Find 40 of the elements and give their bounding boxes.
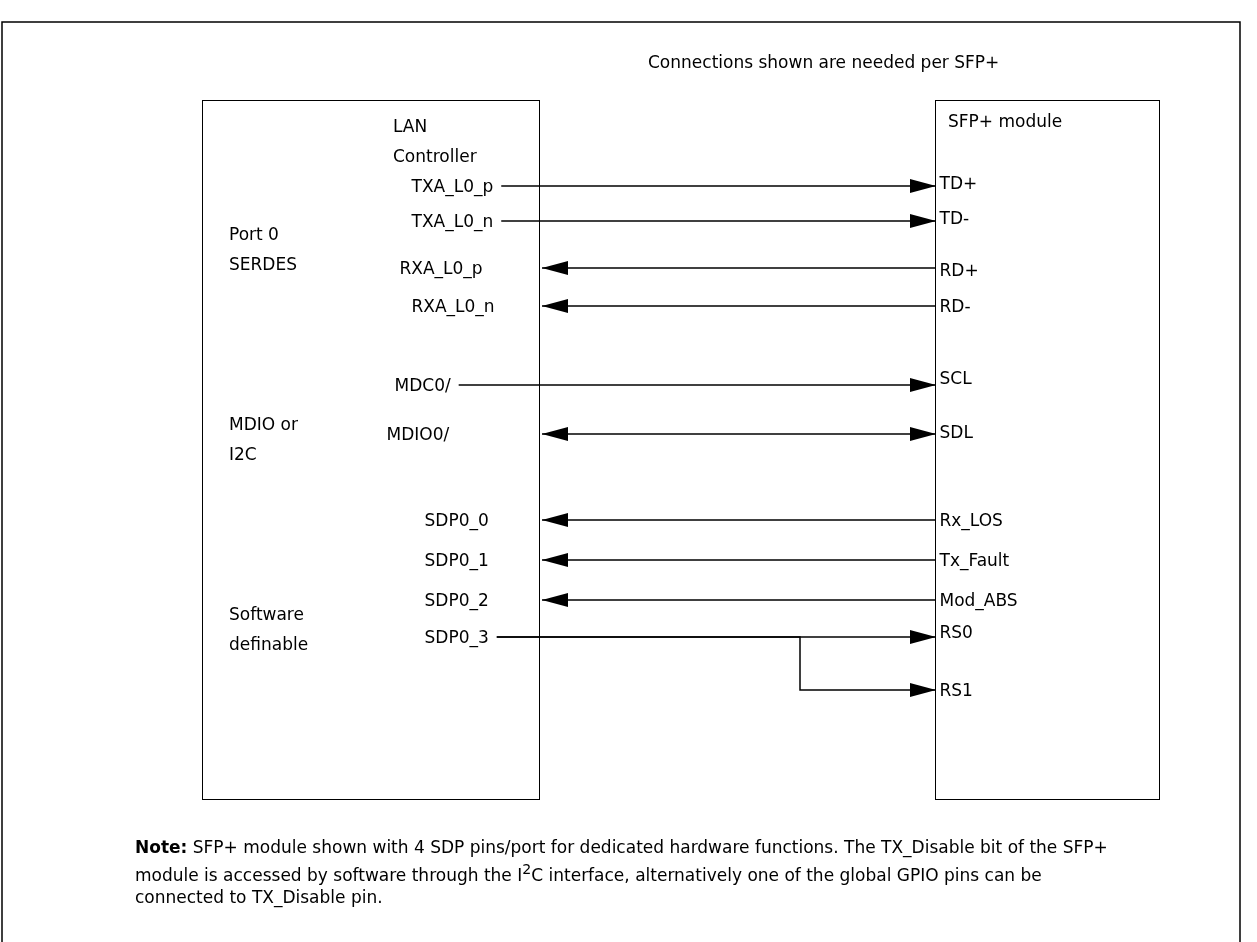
pin-label: SDP0_2 — [424, 589, 540, 610]
arrow — [496, 636, 937, 697]
section-label: Software definable — [229, 603, 310, 656]
section-label: MDIO or I2C — [229, 413, 299, 466]
pin-label: RS1 — [939, 679, 973, 700]
pin-label: TD- — [939, 207, 970, 228]
pin-label: SDP0_0 — [424, 509, 540, 530]
pin-label: SDP0_3 — [424, 626, 540, 647]
arrow — [541, 427, 937, 441]
component-box — [202, 100, 540, 800]
pin-label: RS0 — [939, 621, 973, 642]
pin-label: SDP0_1 — [424, 549, 540, 570]
arrow — [457, 378, 937, 392]
arrow — [541, 593, 937, 607]
note-paragraph: Note: SFP+ module shown with 4 SDP pins/port for dedicated hardware functions. The TX_Disable bit of the SFP+ module is accessed by software through the I$^{2}$C interface, alternatively one of the global GPIO pins can be connected to TX_Disable pin. — [135, 836, 1109, 908]
pin-label: MDC0/ — [394, 374, 540, 395]
arrow — [541, 261, 937, 275]
arrow — [500, 179, 937, 193]
pin-label: Tx_Fault — [939, 549, 1010, 570]
pin-label: RXA_L0_n — [411, 295, 540, 316]
arrow — [541, 513, 937, 527]
pin-label: RXA_L0_p — [399, 257, 540, 278]
pin-label: SCL — [939, 367, 972, 388]
box-heading: SFP+ module — [948, 110, 1064, 133]
pin-label: TXA_L0_p — [411, 175, 540, 196]
pin-label: TXA_L0_n — [411, 210, 540, 231]
arrow — [541, 299, 937, 313]
pin-label: MDIO0/ — [386, 423, 540, 444]
pin-label: TD+ — [939, 172, 978, 193]
arrow — [500, 214, 937, 228]
pin-label: Mod_ABS — [939, 589, 1018, 610]
pin-label: RD- — [939, 295, 971, 316]
pin-label: RD+ — [939, 259, 979, 280]
pin-label: Rx_LOS — [939, 509, 1003, 530]
component-box — [935, 100, 1160, 800]
pin-label: SDL — [939, 421, 973, 442]
section-label: Port 0 SERDES — [229, 223, 298, 276]
note-text: Connections shown are needed per SFP+ — [648, 52, 1000, 72]
arrow — [541, 553, 937, 567]
box-heading: LAN Controller — [393, 115, 478, 168]
